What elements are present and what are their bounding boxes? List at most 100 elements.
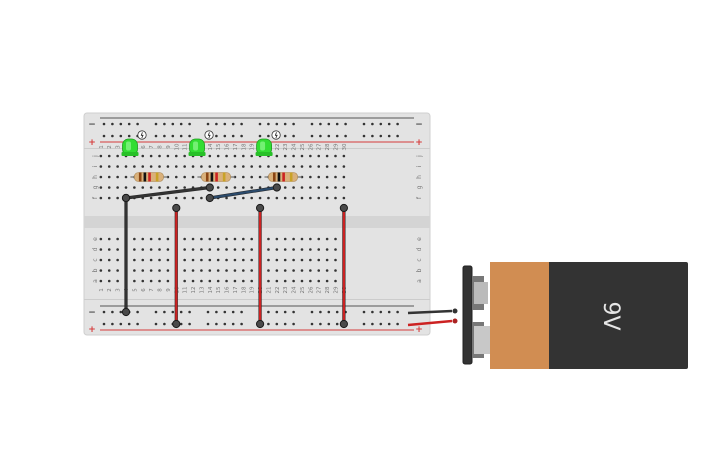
breadboard-hole[interactable]: [191, 279, 195, 283]
breadboard-hole[interactable]: [300, 279, 304, 283]
rail-bottom-hole[interactable]: [310, 310, 314, 314]
breadboard-hole[interactable]: [166, 248, 170, 251]
rail-top-hole[interactable]: [379, 122, 383, 126]
rail-bottom-hole[interactable]: [179, 310, 183, 314]
breadboard-hole[interactable]: [116, 196, 119, 200]
rail-bottom-hole[interactable]: [267, 322, 270, 326]
breadboard-hole[interactable]: [149, 154, 153, 158]
breadboard-hole[interactable]: [99, 248, 103, 251]
breadboard-hole[interactable]: [325, 175, 329, 179]
breadboard-hole[interactable]: [216, 279, 220, 283]
breadboard-hole[interactable]: [317, 237, 321, 241]
rail-bottom-hole[interactable]: [240, 310, 243, 314]
rail-top-hole[interactable]: [171, 122, 175, 126]
breadboard-hole[interactable]: [275, 279, 279, 283]
rail-bottom-hole[interactable]: [240, 322, 243, 326]
rail-bottom-hole[interactable]: [327, 310, 331, 314]
resistor-1[interactable]: [130, 172, 168, 182]
breadboard-hole[interactable]: [225, 279, 228, 283]
breadboard-hole[interactable]: [250, 196, 253, 200]
breadboard-hole[interactable]: [267, 196, 270, 200]
rail-top-hole[interactable]: [127, 134, 131, 138]
breadboard-hole[interactable]: [242, 175, 245, 179]
breadboard-hole[interactable]: [174, 196, 178, 200]
breadboard-hole[interactable]: [267, 269, 270, 272]
breadboard-hole[interactable]: [208, 248, 212, 251]
rail-top-hole[interactable]: [396, 134, 399, 138]
wire-red-3[interactable]: [339, 203, 348, 329]
breadboard-hole[interactable]: [107, 237, 111, 241]
breadboard-hole[interactable]: [292, 196, 295, 200]
breadboard-hole[interactable]: [208, 279, 212, 283]
rail-top-hole[interactable]: [102, 134, 106, 138]
breadboard-hole[interactable]: [166, 154, 170, 158]
rail-top-hole[interactable]: [319, 134, 322, 138]
breadboard-hole[interactable]: [334, 196, 337, 200]
rail-bottom-hole[interactable]: [310, 322, 314, 326]
breadboard-hole[interactable]: [317, 279, 321, 283]
breadboard-hole[interactable]: [292, 269, 295, 272]
breadboard-hole[interactable]: [200, 258, 203, 262]
breadboard-hole[interactable]: [233, 165, 237, 168]
wire-black-jumper[interactable]: [121, 183, 214, 203]
breadboard-hole[interactable]: [225, 186, 228, 189]
breadboard-hole[interactable]: [283, 154, 287, 158]
breadboard-hole[interactable]: [317, 175, 321, 179]
breadboard-hole[interactable]: [158, 165, 161, 168]
rail-top-hole[interactable]: [119, 134, 123, 138]
breadboard-hole[interactable]: [317, 269, 321, 272]
breadboard-hole[interactable]: [124, 186, 128, 189]
breadboard-hole[interactable]: [216, 258, 220, 262]
breadboard-hole[interactable]: [191, 165, 195, 168]
breadboard-hole[interactable]: [317, 196, 321, 200]
breadboard-hole[interactable]: [133, 186, 136, 189]
breadboard-hole[interactable]: [334, 237, 337, 241]
breadboard-hole[interactable]: [342, 165, 346, 168]
breadboard-hole[interactable]: [317, 154, 321, 158]
breadboard-hole[interactable]: [233, 258, 237, 262]
breadboard-hole[interactable]: [166, 165, 170, 168]
breadboard-hole[interactable]: [183, 165, 186, 168]
breadboard-hole[interactable]: [133, 269, 136, 272]
breadboard-hole[interactable]: [309, 258, 312, 262]
breadboard-hole[interactable]: [166, 269, 170, 272]
breadboard-hole[interactable]: [158, 248, 161, 251]
breadboard-hole[interactable]: [99, 154, 103, 158]
breadboard-hole[interactable]: [242, 279, 245, 283]
rail-bottom-hole[interactable]: [206, 322, 210, 326]
breadboard-hole[interactable]: [300, 248, 304, 251]
breadboard-hole[interactable]: [309, 248, 312, 251]
wire-black-ground[interactable]: [121, 193, 131, 317]
wire-black-ground-end-b[interactable]: [121, 307, 131, 317]
breadboard-hole[interactable]: [141, 258, 145, 262]
breadboard-hole[interactable]: [183, 279, 186, 283]
battery-9v[interactable]: 9V: [407, 262, 688, 369]
breadboard-hole[interactable]: [149, 269, 153, 272]
breadboard-hole[interactable]: [158, 269, 161, 272]
led-2[interactable]: [188, 130, 214, 156]
breadboard-hole[interactable]: [309, 175, 312, 179]
breadboard-hole[interactable]: [275, 196, 279, 200]
breadboard-hole[interactable]: [116, 165, 119, 168]
breadboard-hole[interactable]: [149, 165, 153, 168]
breadboard-hole[interactable]: [99, 269, 103, 272]
rail-top-hole[interactable]: [258, 134, 262, 138]
rail-top-hole[interactable]: [215, 134, 218, 138]
rail-bottom-hole[interactable]: [154, 310, 158, 314]
breadboard-hole[interactable]: [191, 248, 195, 251]
rail-top-hole[interactable]: [387, 134, 391, 138]
breadboard-hole[interactable]: [258, 175, 262, 179]
wire-blue-jumper-end-b[interactable]: [272, 183, 281, 192]
breadboard-hole[interactable]: [225, 237, 228, 241]
rail-bottom-hole[interactable]: [275, 322, 279, 326]
breadboard-hole[interactable]: [99, 237, 103, 241]
breadboard-hole[interactable]: [183, 258, 186, 262]
rail-top-hole[interactable]: [335, 134, 339, 138]
rail-bottom-hole[interactable]: [396, 310, 399, 314]
breadboard-hole[interactable]: [133, 279, 136, 283]
breadboard-hole[interactable]: [275, 258, 279, 262]
breadboard-hole[interactable]: [149, 248, 153, 251]
breadboard-hole[interactable]: [334, 165, 337, 168]
breadboard-hole[interactable]: [342, 175, 346, 179]
breadboard-hole[interactable]: [116, 237, 119, 241]
